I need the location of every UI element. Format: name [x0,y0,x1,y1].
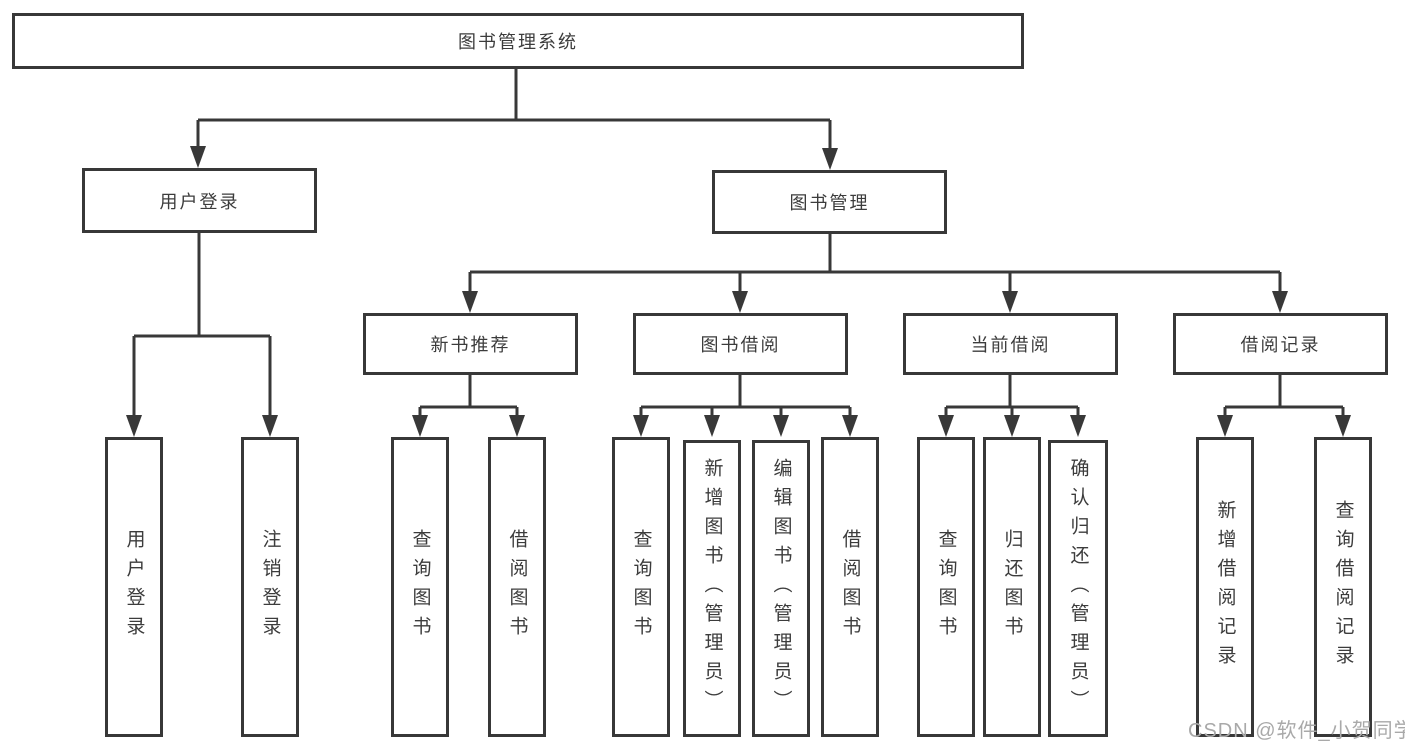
watermark: CSDN @软件_小贺同学 [1188,720,1405,742]
node-label: 图书管理系统 [458,32,578,52]
leaf-logout-login: 注销登录 [241,437,299,737]
node-borrowing-records: 借阅记录 [1173,313,1388,375]
leaf-label: 用户登录 [123,529,145,645]
leaf-current-confirm-return-admin: 确认归还（管理员） [1048,440,1108,737]
leaf-records-query-record: 查询借阅记录 [1314,437,1372,737]
leaf-user-login: 用户登录 [105,437,163,737]
leaf-newrec-query-books: 查询图书 [391,437,449,737]
node-user-login: 用户登录 [82,168,317,233]
node-label: 新书推荐 [430,335,511,355]
leaf-borrow-borrow-books: 借阅图书 [821,437,879,737]
leaf-label: 归还图书 [1001,529,1023,645]
leaf-current-query-books: 查询图书 [917,437,975,737]
leaf-label: 查询图书 [409,529,431,645]
node-current-borrowing: 当前借阅 [903,313,1118,375]
node-book-management: 图书管理 [712,170,947,234]
node-label: 借阅记录 [1240,335,1321,355]
leaf-borrow-add-books-admin: 新增图书（管理员） [683,440,741,737]
leaf-label: 查询借阅记录 [1332,500,1354,674]
node-label: 图书借阅 [700,335,781,355]
leaf-newrec-borrow-books: 借阅图书 [488,437,546,737]
leaf-label: 查询图书 [630,529,652,645]
node-label: 图书管理 [789,193,870,213]
leaf-label: 借阅图书 [506,529,528,645]
leaf-label: 注销登录 [259,529,281,645]
leaf-current-return-books: 归还图书 [983,437,1041,737]
leaf-label: 借阅图书 [839,529,861,645]
leaf-label: 新增图书（管理员） [701,458,723,719]
leaf-borrow-query-books: 查询图书 [612,437,670,737]
node-library-management-system: 图书管理系统 [12,13,1024,69]
node-new-book-recommendation: 新书推荐 [363,313,578,375]
leaf-label: 确认归还（管理员） [1067,458,1089,719]
leaf-records-add-record: 新增借阅记录 [1196,437,1254,737]
leaf-borrow-edit-books-admin: 编辑图书（管理员） [752,440,810,737]
node-book-borrowing: 图书借阅 [633,313,848,375]
node-label: 用户登录 [159,191,240,212]
leaf-label: 新增借阅记录 [1214,500,1236,674]
node-label: 当前借阅 [970,335,1051,355]
leaf-label: 编辑图书（管理员） [770,458,792,719]
leaf-label: 查询图书 [935,529,957,645]
